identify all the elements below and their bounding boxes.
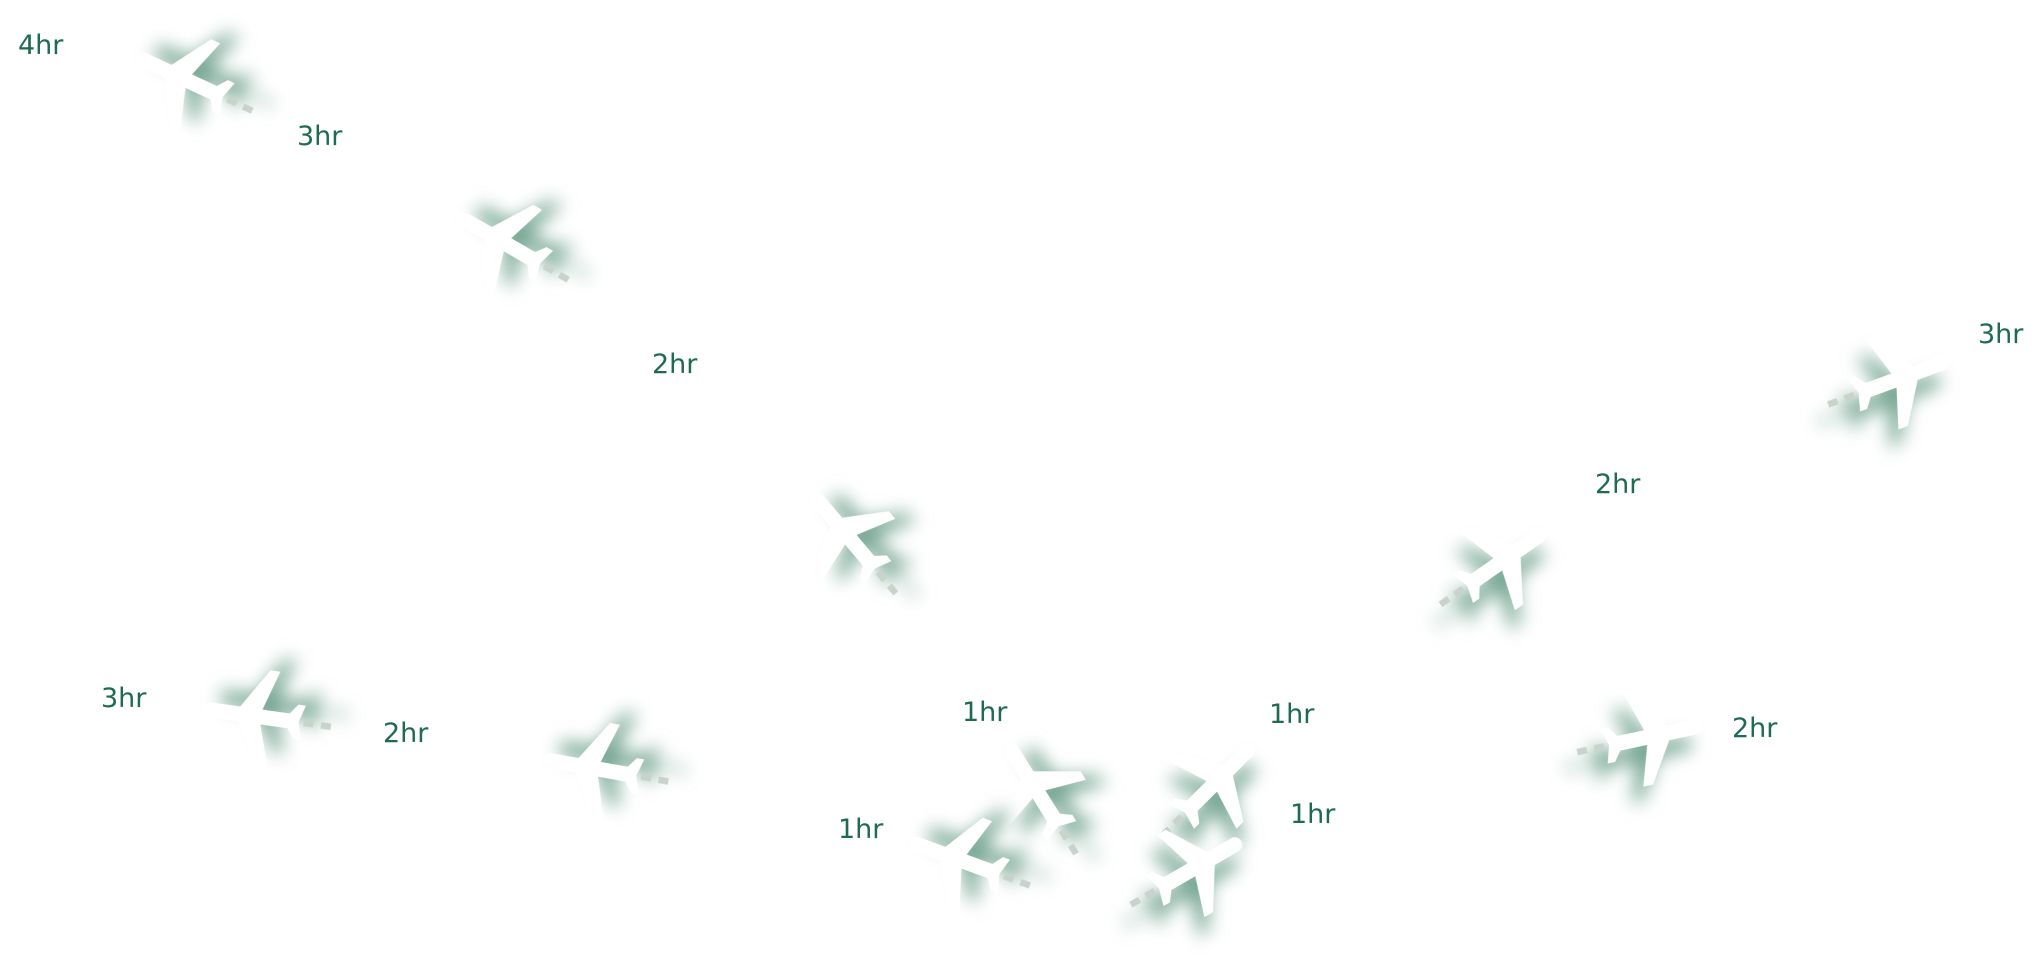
airplane-icon <box>1824 301 1978 455</box>
duration-label: 2hr <box>1732 713 1778 744</box>
duration-label: 1hr <box>962 697 1008 728</box>
duration-label: 3hr <box>1978 319 2024 350</box>
duration-label: 1hr <box>838 814 884 845</box>
airplane-icon <box>1574 665 1724 807</box>
duration-label: 2hr <box>1595 469 1641 500</box>
duration-label: 4hr <box>18 30 64 61</box>
airplane-icon <box>1116 784 1280 948</box>
duration-label: 2hr <box>652 349 698 380</box>
duration-label: 3hr <box>297 121 343 152</box>
airplane-icon <box>761 449 930 618</box>
duration-label: 1hr <box>1269 699 1315 730</box>
duration-label: 2hr <box>383 718 429 749</box>
airplane-icon <box>186 648 334 784</box>
airplane-icon <box>522 698 672 837</box>
duration-label: 1hr <box>1290 799 1336 830</box>
airplane-icon <box>880 782 1034 936</box>
duration-label: 3hr <box>101 683 147 714</box>
airplane-icon <box>102 0 261 158</box>
airplane-icon <box>419 159 583 323</box>
airplane-icon <box>1420 476 1587 643</box>
airplane-icon <box>952 705 1117 870</box>
